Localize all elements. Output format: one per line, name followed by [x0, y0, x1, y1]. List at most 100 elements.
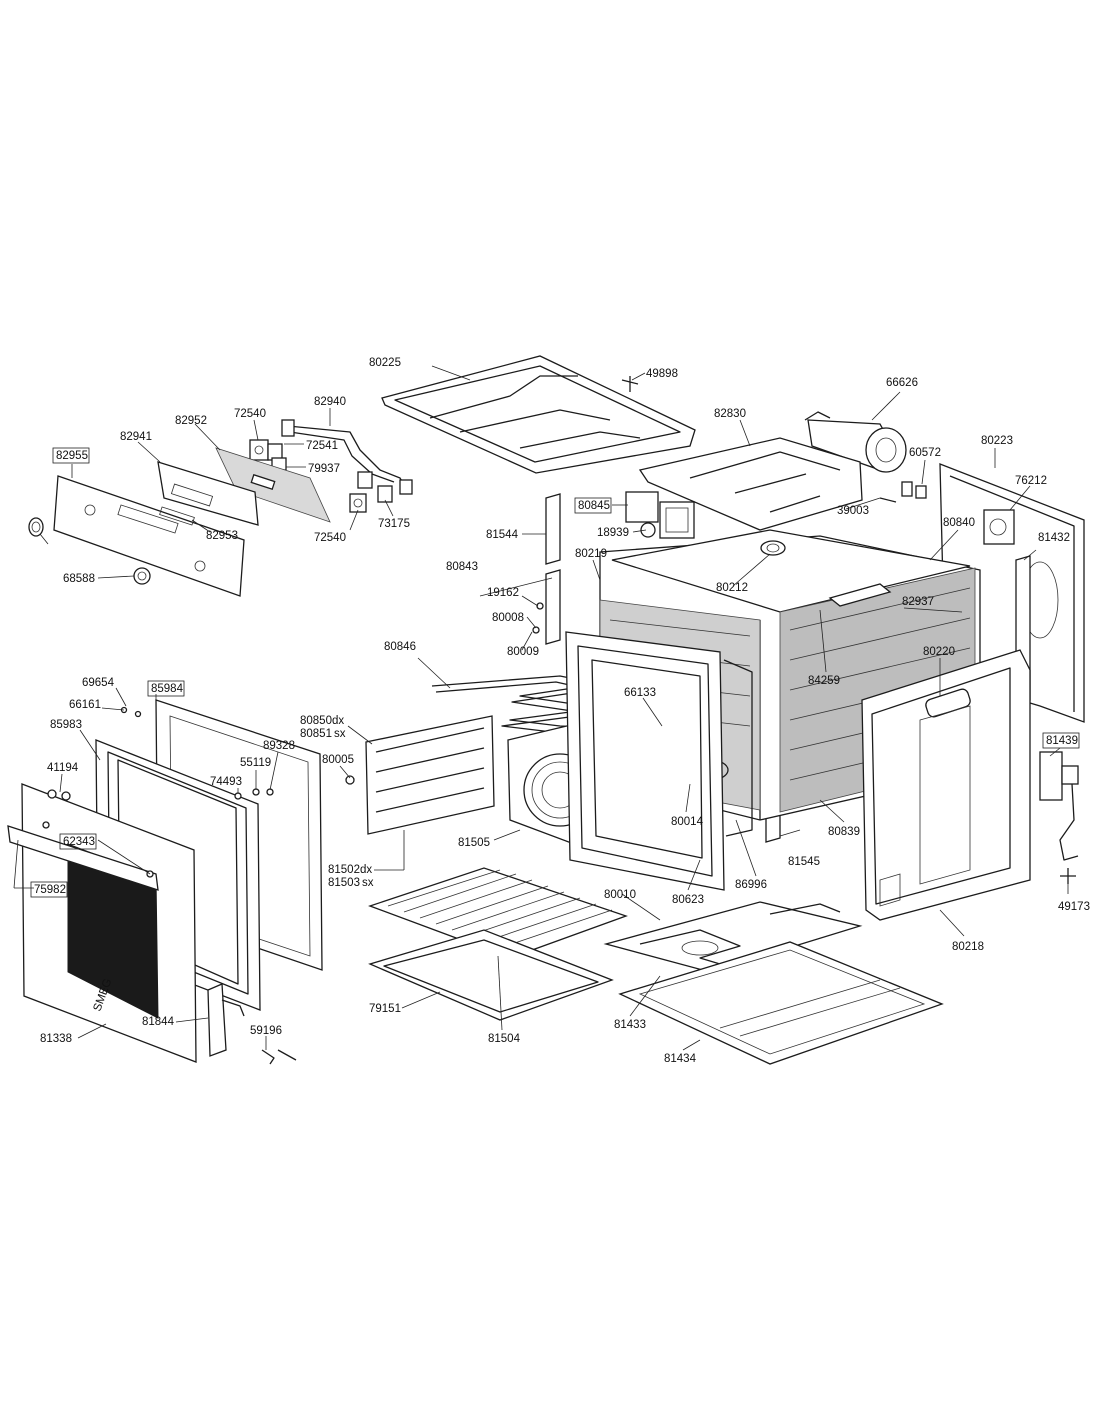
- door-seal-86996: [723, 659, 753, 837]
- part-label-box-75982: [30, 881, 68, 898]
- part-label-82941: 82941: [120, 431, 152, 443]
- part-label-41194: 41194: [47, 762, 79, 774]
- part-label-49898: 49898: [646, 368, 678, 380]
- part-label-85984: 85984: [151, 683, 184, 695]
- part-label-84259: 84259: [808, 675, 840, 687]
- part-label-39003: 39003: [837, 505, 869, 517]
- part-label-80010: 80010: [604, 889, 636, 901]
- part-label-80005: 80005: [322, 754, 354, 766]
- control-panel-82955: [53, 475, 245, 597]
- part-label-80220: 80220: [923, 646, 955, 658]
- part-label-81433: 81433: [614, 1019, 646, 1031]
- base-plate-81434: [618, 941, 944, 1065]
- part-label-82940: 82940: [314, 396, 346, 408]
- part-label-box-80845: [574, 497, 612, 514]
- part-label-66626: 66626: [886, 377, 918, 389]
- part-label-80840: 80840: [943, 517, 975, 529]
- cooling-fan-66626: [804, 411, 907, 473]
- hinge-bracket-81544: [545, 493, 561, 645]
- part-label-80212: 80212: [716, 582, 748, 594]
- part-label-80846: 80846: [384, 641, 416, 653]
- part-label-74493: 74493: [210, 776, 242, 788]
- part-label-66161: 66161: [69, 699, 101, 711]
- part-label-81545: 81545: [788, 856, 820, 868]
- part-label-80623: 80623: [672, 894, 704, 906]
- part-label-82953: 82953: [206, 530, 238, 542]
- top-cover-80225: [381, 355, 696, 474]
- part-label-82955: 82955: [56, 450, 88, 462]
- part-label-18939: 18939: [597, 527, 629, 539]
- front-frame-80623: [565, 631, 725, 891]
- cable-clip-49173: [1060, 868, 1076, 884]
- part-label-80014: 80014: [671, 816, 704, 828]
- wiring-82940: [281, 419, 413, 495]
- part-label-box-85984: [147, 680, 185, 697]
- part-label-49173: 49173: [1058, 901, 1090, 913]
- part-label-80218: 80218: [952, 941, 984, 953]
- part-label-79937: 79937: [308, 463, 340, 475]
- part-label-79151: 79151: [369, 1003, 401, 1015]
- part-label-81434: 81434: [664, 1053, 697, 1065]
- part-label-86996: 86996: [735, 879, 767, 891]
- part-label-81502: 81502dx: [328, 864, 372, 876]
- part-label-72540-bottom: 72540: [314, 532, 346, 544]
- part-label-75982: 75982: [34, 884, 66, 896]
- screw-49898: [621, 376, 639, 392]
- part-label-80845: 80845: [578, 500, 610, 512]
- small-screws: [47, 602, 544, 801]
- part-label-81844: 81844: [142, 1016, 175, 1028]
- part-label-60572: 60572: [909, 447, 941, 459]
- part-label-73175: 73175: [378, 518, 410, 530]
- part-label-80008: 80008: [492, 612, 524, 624]
- air-duct-82830: [638, 437, 863, 531]
- part-label-box-82955: [52, 447, 90, 464]
- part-label-81338: 81338: [40, 1033, 72, 1045]
- part-label-55119: 55119: [240, 757, 271, 769]
- part-label-59196: 59196: [250, 1025, 282, 1037]
- part-label-80225: 80225: [369, 357, 401, 369]
- side-panel-80218: [861, 649, 1031, 921]
- part-label-89328: 89328: [263, 740, 295, 752]
- part-labels: 80225 49898 66626 82940 82830 72540 8295…: [30, 357, 1090, 1065]
- knob-68588: [28, 517, 151, 585]
- part-label-81439: 81439: [1046, 735, 1078, 747]
- lower-element-80010: [603, 901, 863, 973]
- door-hinge-81844: [207, 983, 245, 1057]
- part-label-80843: 80843: [446, 561, 478, 573]
- bracket-82941: [157, 461, 259, 526]
- lamp-housing-80845: [625, 491, 695, 539]
- part-label-80223: 80223: [981, 435, 1013, 447]
- door-handle-75982: [7, 821, 159, 891]
- part-label-81505: 81505: [458, 837, 490, 849]
- control-board-82952: [196, 447, 331, 523]
- part-label-82937: 82937: [902, 596, 934, 608]
- part-label-80009: 80009: [507, 646, 539, 658]
- part-label-80219: 80219: [575, 548, 607, 560]
- part-label-72541: 72541: [306, 440, 338, 452]
- terminal-block-81439: [1039, 751, 1079, 861]
- part-label-box-62343: [59, 833, 97, 850]
- part-label-81544: 81544: [486, 529, 519, 541]
- part-label-76212: 76212: [1015, 475, 1047, 487]
- part-label-72540-top: 72540: [234, 408, 266, 420]
- thermostat-60572: [879, 481, 927, 503]
- part-label-82952: 82952: [175, 415, 207, 427]
- part-label-69654: 69654: [82, 677, 115, 689]
- leader-lines: [13, 365, 1069, 1051]
- baking-tray-79151: [368, 929, 614, 1021]
- part-label-68588: 68588: [63, 573, 95, 585]
- hinge-pins-59196: [261, 1049, 297, 1065]
- part-label-66133: 66133: [624, 687, 656, 699]
- part-label-62343: 62343: [63, 836, 95, 848]
- part-label-82830: 82830: [714, 408, 746, 420]
- shelf-rack-80850: [365, 715, 495, 835]
- part-label-81432: 81432: [1038, 532, 1070, 544]
- part-label-85983: 85983: [50, 719, 82, 731]
- part-label-80839: 80839: [828, 826, 860, 838]
- part-label-81504: 81504: [488, 1033, 521, 1045]
- part-label-box-81439: [1042, 732, 1080, 749]
- part-label-80850: 80850dx: [300, 715, 344, 727]
